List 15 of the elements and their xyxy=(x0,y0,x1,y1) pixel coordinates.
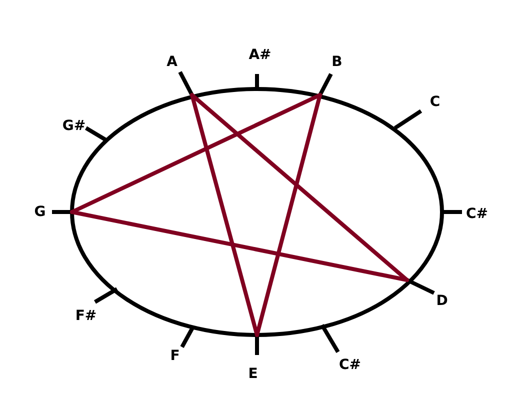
note-label: B xyxy=(332,55,342,69)
note-label: F xyxy=(170,349,180,363)
note-label: D xyxy=(436,294,448,308)
note-label: G xyxy=(34,205,46,219)
star-line xyxy=(70,93,322,214)
note-label: C# xyxy=(339,358,361,372)
note-label: G# xyxy=(62,119,86,133)
note-label: F# xyxy=(75,309,97,323)
note-label: C# xyxy=(466,207,488,221)
star-line xyxy=(70,210,409,282)
star-line xyxy=(190,93,409,282)
note-label: E xyxy=(248,367,258,381)
note-label: A# xyxy=(248,48,272,62)
note-label: C xyxy=(430,95,440,109)
note-label: A xyxy=(166,55,178,69)
